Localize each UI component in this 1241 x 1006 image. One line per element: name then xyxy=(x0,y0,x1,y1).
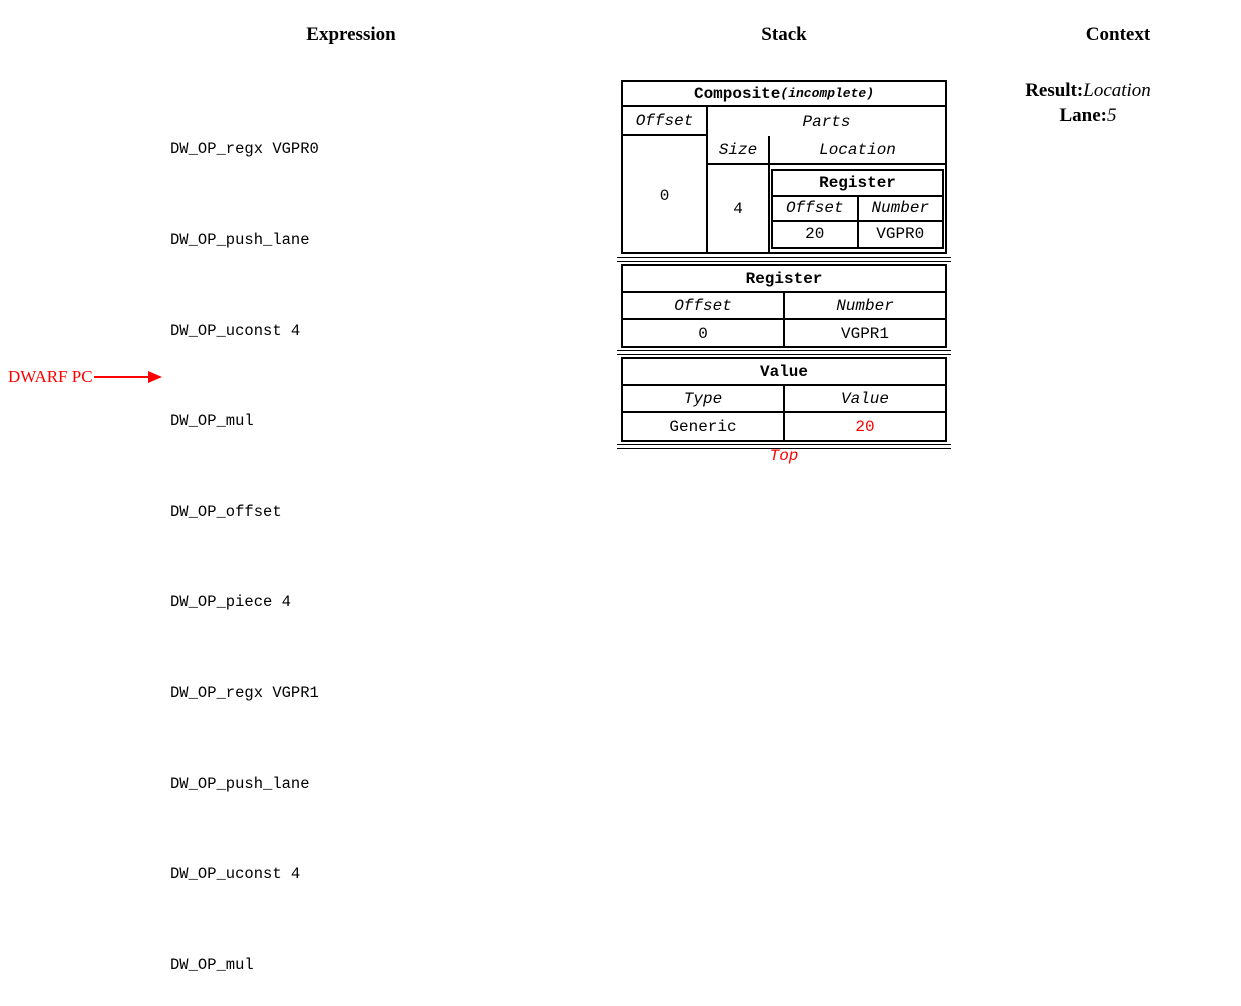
stack-separator xyxy=(617,444,951,449)
dwarf-pc-marker: DWARF PC xyxy=(8,365,162,389)
context-result-value: Location xyxy=(1083,80,1151,101)
value-value-value: 20 xyxy=(855,417,875,436)
composite-size-header: Size xyxy=(708,136,770,165)
context-lane-value: 5 xyxy=(1107,105,1117,126)
stack-entry-register: Register Offset Number 0 VGPR1 xyxy=(621,264,947,348)
expression-line: DW_OP_regx VGPR0 xyxy=(170,140,319,159)
column-heading-context: Context xyxy=(1085,24,1151,45)
expression-line: DW_OP_push_lane xyxy=(170,774,310,793)
composite-title-suffix: (incomplete) xyxy=(780,86,875,101)
register-offset-value: 0 xyxy=(623,320,785,347)
expression-line: DW_OP_uconst 4 xyxy=(170,321,301,340)
value-value-row: Generic 20 xyxy=(623,413,945,440)
nested-register-number-header: Number xyxy=(871,199,930,217)
value-value-header: Value xyxy=(840,389,889,408)
register-title: Register xyxy=(623,266,945,293)
register-header-row: Offset Number xyxy=(623,293,945,320)
stack-separator xyxy=(617,350,951,355)
expression-line: DW_OP_uconst 4 xyxy=(170,865,301,884)
composite-offset-value: 0 xyxy=(623,136,708,252)
dwarf-pc-label: DWARF PC xyxy=(8,367,93,386)
nested-register-value-row: 20 VGPR0 xyxy=(773,221,942,247)
column-heading-stack: Stack xyxy=(761,24,807,45)
composite-size-value: 4 xyxy=(708,165,770,252)
context-row-lane: Lane:5 xyxy=(958,103,1218,128)
context-lane-key: Lane: xyxy=(1059,105,1108,126)
composite-title-text: Composite xyxy=(693,84,781,103)
expression-line: DW_OP_piece 4 xyxy=(170,593,291,612)
composite-parts-header: Parts xyxy=(802,112,851,131)
stack-entry-value: Value Type Value Generic 20 xyxy=(621,357,947,442)
composite-offset-header: Offset xyxy=(623,107,708,136)
expression-line: DW_OP_push_lane xyxy=(170,231,310,249)
column-heading-expression: Expression xyxy=(306,24,396,45)
nested-register-offset-header: Offset xyxy=(773,196,859,220)
expression-line: DW_OP_mul xyxy=(170,955,254,974)
value-type-value: Generic xyxy=(623,413,785,440)
expression-line: DW_OP_mul xyxy=(170,412,254,431)
context-block: Result:Location Lane:5 xyxy=(958,78,1218,128)
arrow-right-icon xyxy=(93,371,162,383)
expression-listing: DW_OP_regx VGPR0 DW_OP_push_lane DW_OP_u… xyxy=(170,74,319,1006)
register-offset-header: Offset xyxy=(623,293,785,318)
composite-location-value: Register Offset Number 20 VGPR0 xyxy=(770,165,945,252)
register-number-header: Number xyxy=(836,296,894,315)
context-result-key: Result: xyxy=(1025,80,1084,101)
nested-register-number-value: VGPR0 xyxy=(876,225,925,243)
register-value-row: 0 VGPR1 xyxy=(623,320,945,347)
stack-entry-composite: Composite(incomplete) Offset Parts 0 Siz… xyxy=(621,80,947,254)
nested-register-header-row: Offset Number xyxy=(773,196,942,222)
nested-register-table: Register Offset Number 20 VGPR0 xyxy=(771,168,944,249)
nested-register-offset-value: 20 xyxy=(773,221,859,247)
value-title: Value xyxy=(623,359,945,386)
stack-separator xyxy=(617,257,951,262)
register-title-text: Register xyxy=(745,269,823,288)
nested-register-title: Register xyxy=(773,171,942,197)
composite-location-header: Location xyxy=(770,136,945,165)
context-row-result: Result:Location xyxy=(958,78,1218,103)
expression-line: DW_OP_offset xyxy=(170,502,282,521)
stack-top-label: Top xyxy=(769,447,799,465)
value-type-header: Type xyxy=(623,386,785,411)
composite-title: Composite(incomplete) xyxy=(623,82,945,107)
value-header-row: Type Value xyxy=(623,386,945,413)
expression-line: DW_OP_regx VGPR1 xyxy=(170,683,319,702)
value-title-text: Value xyxy=(759,362,808,381)
register-number-value: VGPR1 xyxy=(840,324,889,343)
